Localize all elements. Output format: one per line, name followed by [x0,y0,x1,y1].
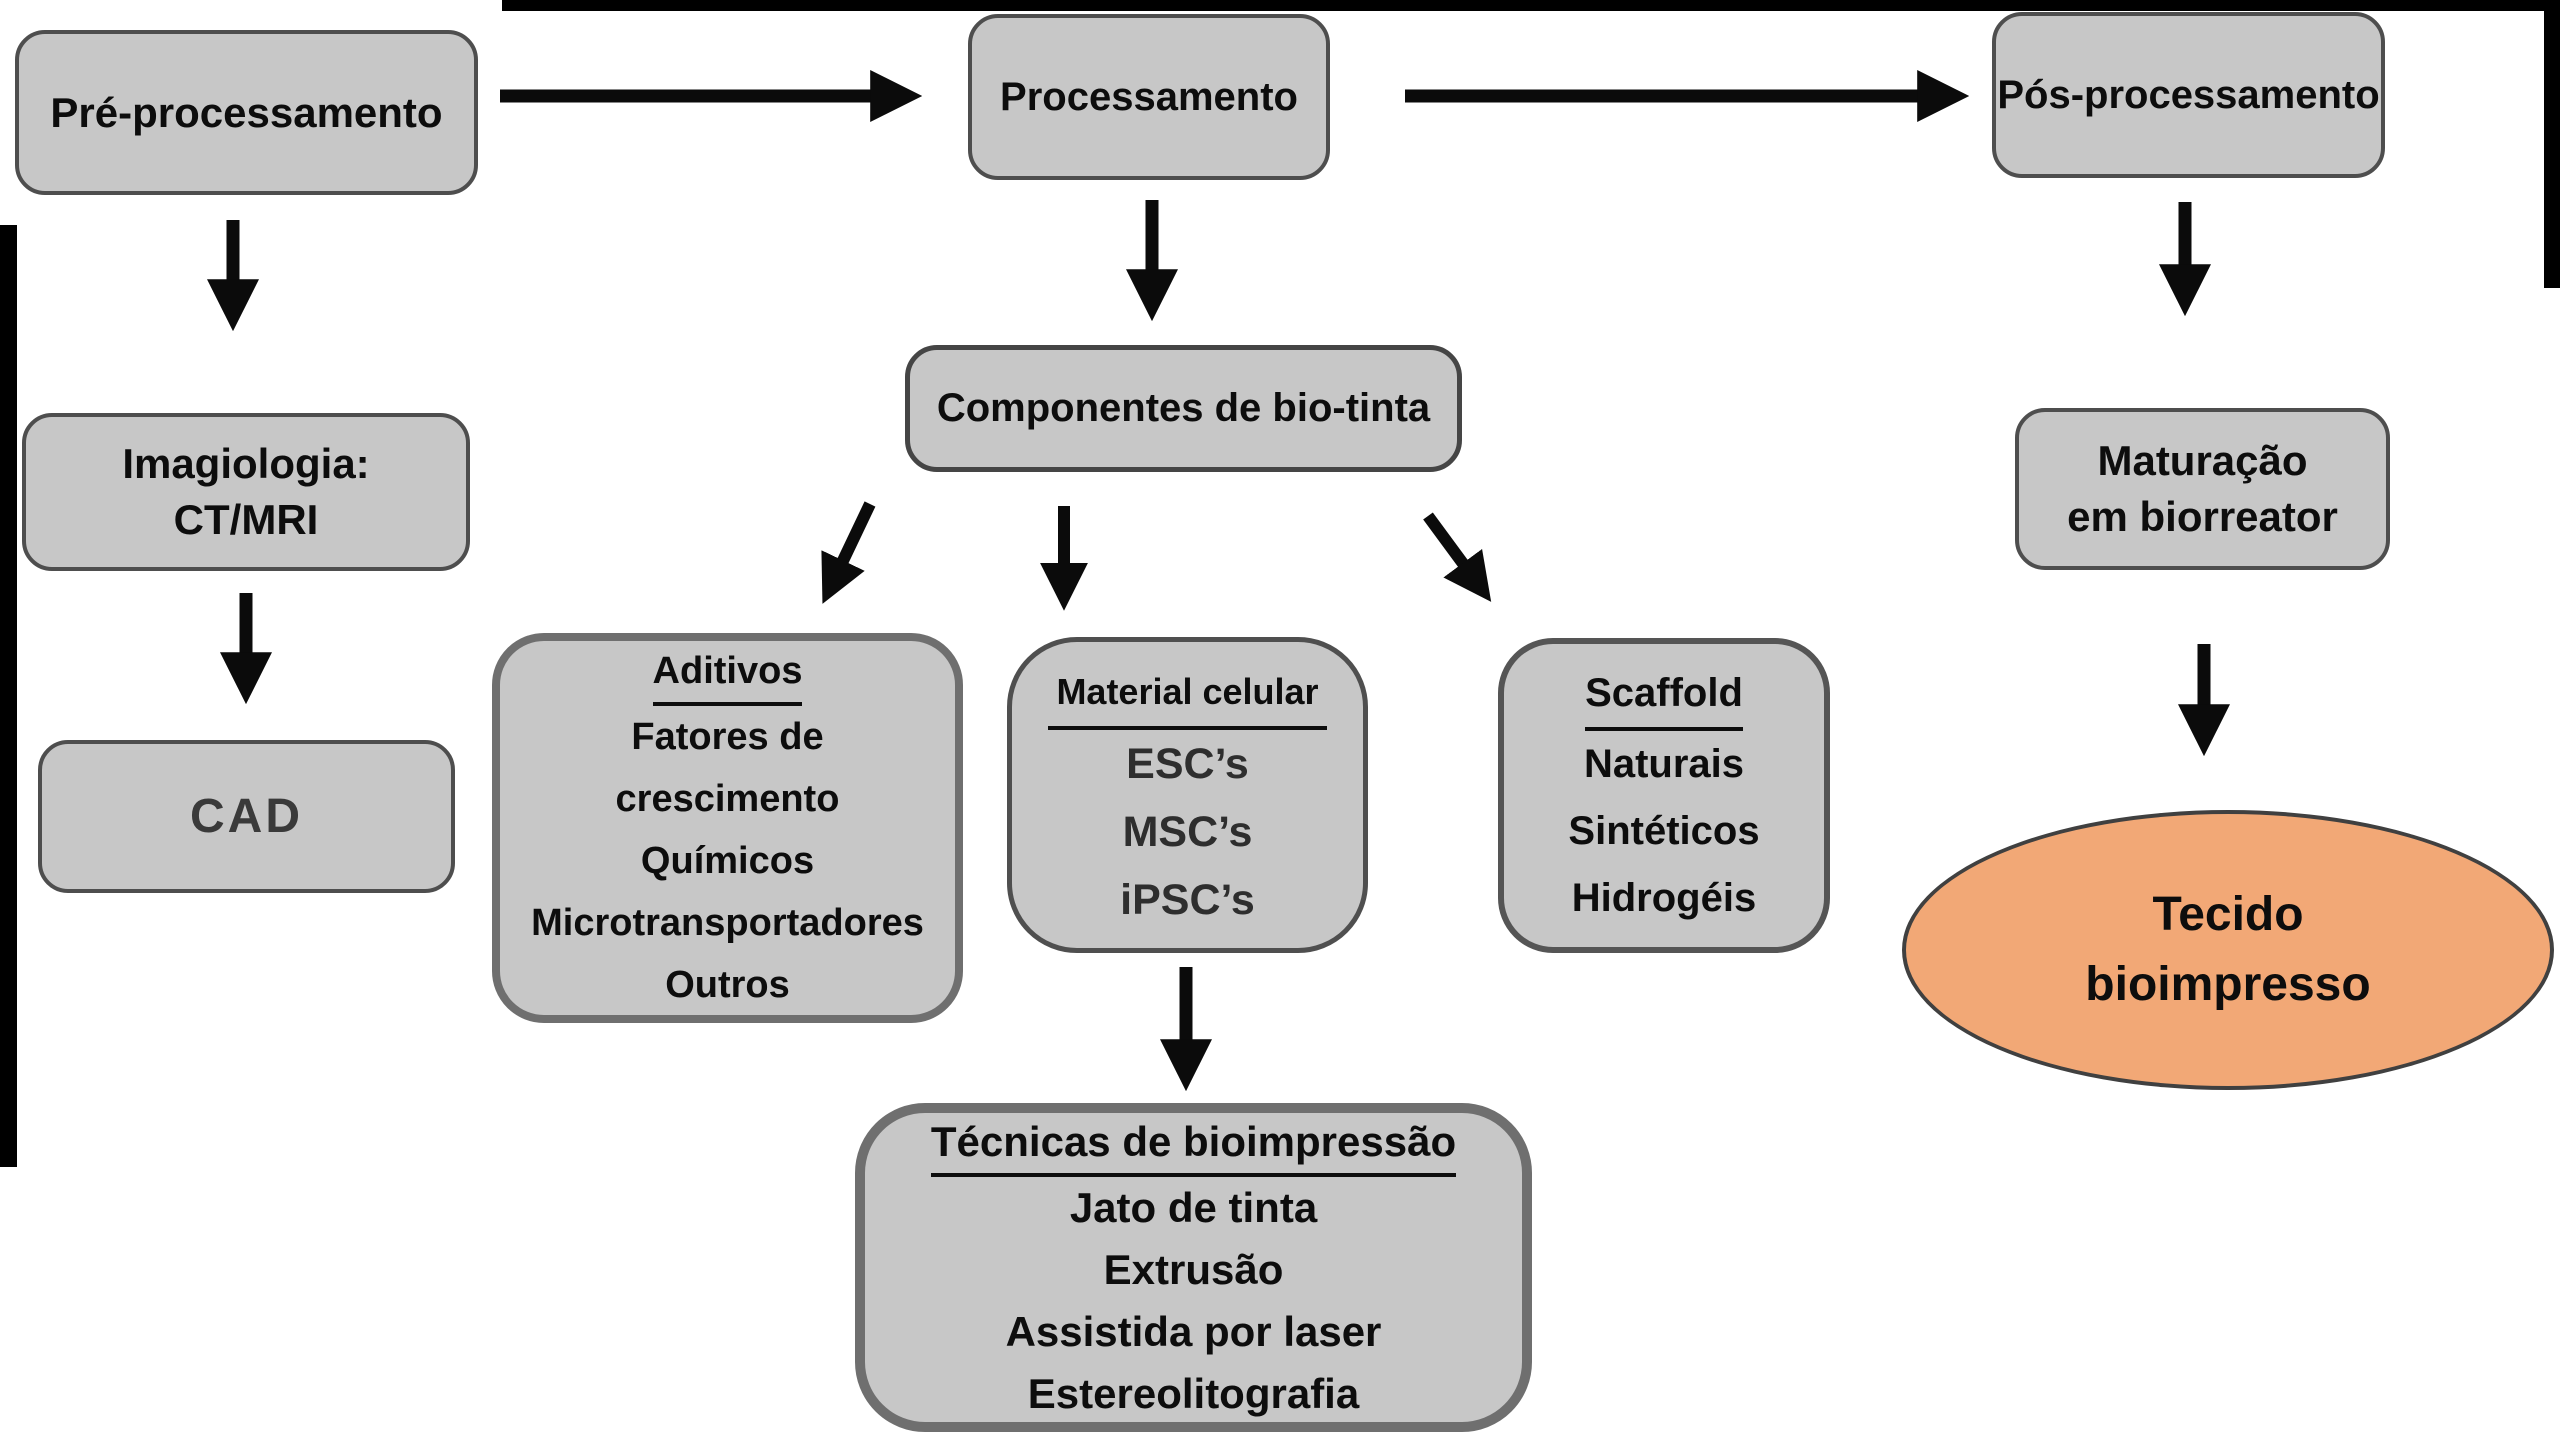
node-label: Pré-processamento [50,88,443,136]
node-heading: Técnicas de bioimpressão [930,1111,1457,1177]
node-line: Extrusão [1103,1245,1284,1293]
node-line: bioimpresso [2085,958,2371,1011]
node-heading: Aditivos [652,640,803,706]
node-line: Tecido [2152,888,2304,941]
node-label: CAD [190,790,303,843]
node-line: crescimento [615,778,840,820]
node-line: Sintéticos [1568,808,1760,853]
node-heading: Material celular [1048,658,1327,730]
node-label: Processamento [1000,74,1298,119]
node-line: Naturais [1583,741,1745,786]
node-line: Estereolitografia [1027,1369,1360,1417]
right-border-bar [2544,0,2560,288]
node-heading: Scaffold [1585,660,1743,731]
node-line: Imagiologia: [122,440,370,487]
node-line: iPSC’s [1120,875,1255,924]
node-tecido-bioimpresso: Tecido bioimpresso [1902,810,2554,1090]
node-material-celular: Material celular ESC’s MSC’s iPSC’s [1007,637,1368,953]
node-scaffold: Scaffold Naturais Sintéticos Hidrogéis [1498,638,1830,953]
node-line: Assistida por laser [1005,1307,1382,1355]
node-pre-processamento: Pré-processamento [15,30,478,195]
node-line: Químicos [640,840,815,882]
node-line: Microtransportadores [531,902,924,944]
node-line: MSC’s [1122,807,1253,856]
node-line: Jato de tinta [1069,1183,1318,1231]
node-label: Componentes de bio-tinta [936,386,1431,430]
top-border-bar [502,0,2560,11]
node-maturacao-biorreator: Maturação em biorreator [2015,408,2390,570]
arrow-components-to-scaffold [1423,512,1492,602]
node-imagiologia: Imagiologia: CT/MRI [22,413,470,571]
node-line: Outros [665,964,790,1006]
node-line: em biorreator [2067,493,2338,540]
node-line: CT/MRI [173,496,319,543]
node-processamento: Processamento [968,14,1330,180]
node-line: Hidrogéis [1571,875,1757,920]
node-componentes-bio-tinta: Componentes de bio-tinta [905,345,1462,472]
node-aditivos: Aditivos Fatores de crescimento Químicos… [492,633,963,1023]
node-line: Fatores de [631,716,824,758]
node-line: Maturação [2097,437,2308,484]
node-tecnicas-bioimpressao: Técnicas de bioimpressão Jato de tinta E… [855,1103,1532,1432]
left-border-bar [0,225,17,1167]
node-pos-processamento: Pós-processamento [1992,12,2385,178]
node-cad: CAD [38,740,455,893]
node-label: Pós-processamento [1997,72,2380,117]
arrow-components-to-additives [821,501,876,604]
node-line: ESC’s [1126,739,1249,788]
